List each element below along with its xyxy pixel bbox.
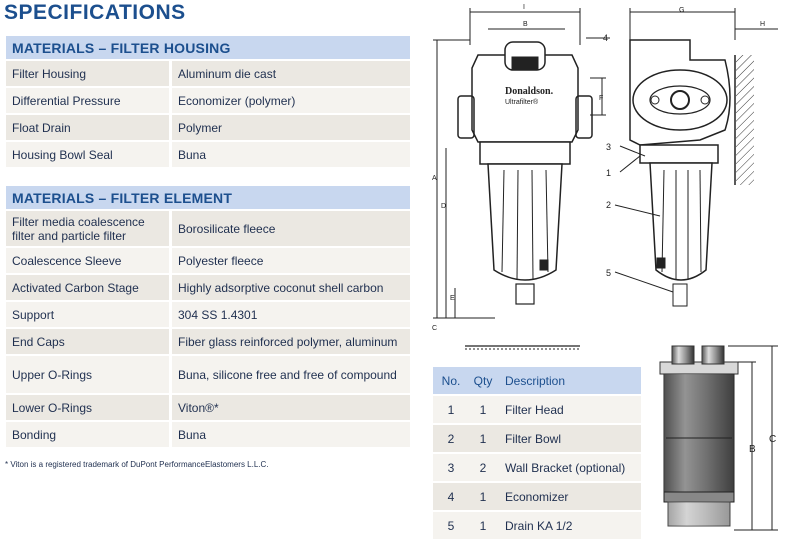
element-value: Viton®*	[172, 395, 410, 422]
brand-subtext: Ultrafilter®	[505, 98, 539, 106]
housing-label: Differential Pressure	[6, 88, 172, 115]
front-view	[433, 8, 610, 350]
side-view	[614, 8, 778, 307]
part-desc: Wall Bracket (optional)	[497, 454, 641, 483]
part-no: 4	[433, 483, 469, 512]
dim-label-a: A	[432, 175, 437, 182]
part-qty: 1	[469, 512, 497, 541]
callout-5: 5	[606, 268, 611, 278]
part-desc: Drain KA 1/2	[497, 512, 641, 541]
housing-heading: MATERIALS – FILTER HOUSING	[6, 36, 410, 61]
element-label: Filter media coalescence filter and part…	[6, 211, 172, 248]
element-value: Buna, silicone free and free of compound	[172, 356, 410, 395]
callout-4: 4	[603, 33, 608, 43]
dim-label-i: I	[523, 4, 525, 11]
filter-photo	[659, 345, 778, 531]
part-desc: Filter Bowl	[497, 425, 641, 454]
parts-header-qty: Qty	[469, 367, 497, 396]
dim-label-h: H	[760, 21, 765, 28]
dim-label-c2: C	[769, 434, 776, 445]
footnote: * Viton is a registered trademark of DuP…	[5, 460, 269, 469]
element-label: Support	[6, 302, 172, 329]
element-label: Bonding	[6, 422, 172, 449]
callout-3: 3	[606, 142, 611, 152]
part-desc: Economizer	[497, 483, 641, 512]
element-heading: MATERIALS – FILTER ELEMENT	[6, 186, 410, 211]
callout-1: 1	[606, 168, 611, 178]
part-no: 2	[433, 425, 469, 454]
parts-header-no: No.	[433, 367, 469, 396]
part-qty: 1	[469, 396, 497, 425]
element-label: Activated Carbon Stage	[6, 275, 172, 302]
element-label: Coalescence Sleeve	[6, 248, 172, 275]
element-value: 304 SS 1.4301	[172, 302, 410, 329]
element-label: Lower O-Rings	[6, 395, 172, 422]
part-qty: 1	[469, 425, 497, 454]
element-value: Polyester fleece	[172, 248, 410, 275]
callouts-front: 4	[603, 33, 608, 43]
element-label: Upper O-Rings	[6, 356, 172, 395]
filter-housing-table: MATERIALS – FILTER HOUSING Filter Housin…	[6, 36, 410, 169]
part-no: 1	[433, 396, 469, 425]
part-desc: Filter Head	[497, 396, 641, 425]
housing-label: Housing Bowl Seal	[6, 142, 172, 169]
element-label: End Caps	[6, 329, 172, 356]
part-qty: 1	[469, 483, 497, 512]
housing-value: Polymer	[172, 115, 410, 142]
part-no: 3	[433, 454, 469, 483]
housing-value: Buna	[172, 142, 410, 169]
element-value: Fiber glass reinforced polymer, aluminum	[172, 329, 410, 356]
callouts-side: 3 1 2 5	[606, 142, 611, 278]
housing-label: Float Drain	[6, 115, 172, 142]
dim-label-g: G	[679, 7, 684, 14]
parts-header-description: Description	[497, 367, 641, 396]
part-qty: 2	[469, 454, 497, 483]
dim-label-b: B	[523, 21, 528, 28]
housing-label: Filter Housing	[6, 61, 172, 88]
dim-label-c: C	[432, 325, 437, 332]
page-title: SPECIFICATIONS	[4, 1, 186, 24]
callout-2: 2	[606, 200, 611, 210]
element-value: Borosilicate fleece	[172, 211, 410, 248]
dim-label-e: E	[450, 295, 455, 302]
housing-value: Economizer (polymer)	[172, 88, 410, 115]
brand-logo-text: Donaldson.	[505, 86, 554, 97]
dim-label-f: F	[599, 95, 603, 102]
filter-element-table: MATERIALS – FILTER ELEMENT Filter media …	[6, 186, 410, 449]
element-value: Buna	[172, 422, 410, 449]
dim-label-d: D	[441, 203, 446, 210]
element-value: Highly adsorptive coconut shell carbon	[172, 275, 410, 302]
housing-value: Aluminum die cast	[172, 61, 410, 88]
